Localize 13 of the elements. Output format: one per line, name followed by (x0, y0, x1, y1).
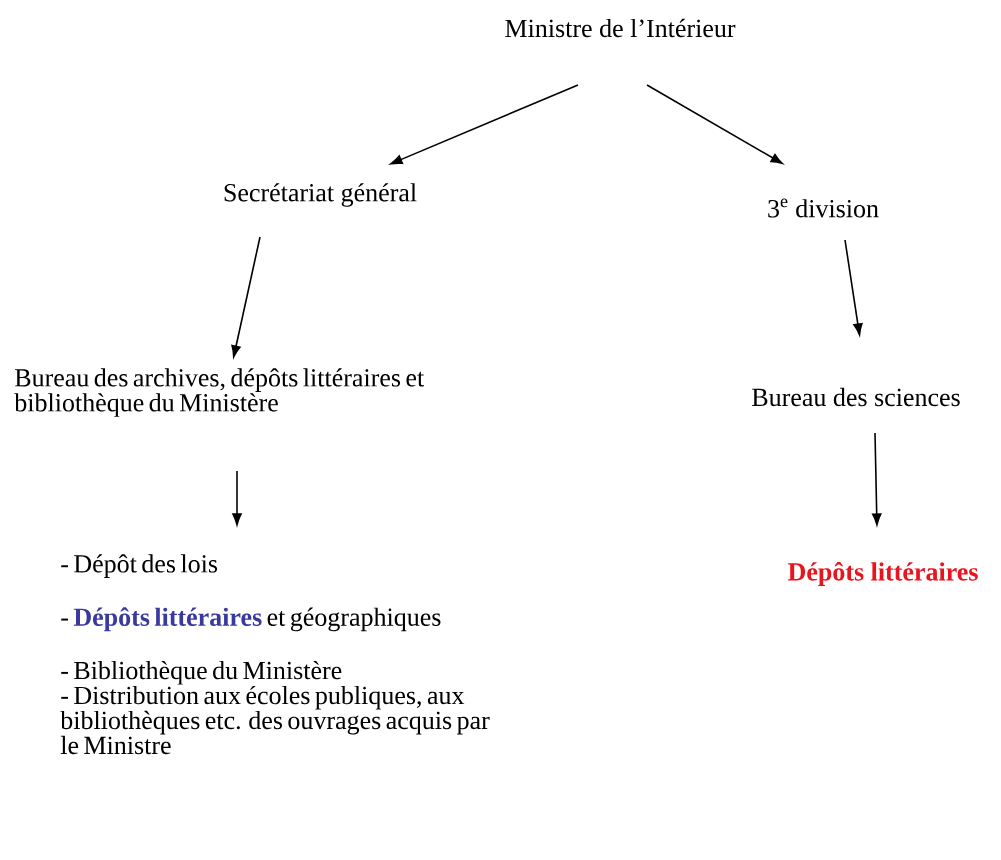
item-list: - Dépôt des lois - Dépôts littéraires et géographiques - Bibliothèque du Ministère - Distribution aux écoles publiques, aux bibliothèques etc. des ouvrages acquis par le Ministre (60, 554, 490, 755)
arrow (390, 84, 579, 165)
node-text: Dépôts littéraires (788, 562, 978, 586)
arrow (646, 84, 783, 165)
arrow (232, 470, 242, 526)
arrow (231, 236, 261, 358)
arrow (871, 432, 882, 526)
node-text: Bureau des archives, dépôts littéraires et bibliothèque du Ministère (14, 368, 425, 417)
arrow (844, 239, 863, 336)
node-text: Ministre de l’Intérieur (505, 18, 736, 38)
node-text: 3$^{e}$ division (768, 198, 879, 218)
node-text: Secrétariat général (224, 183, 417, 207)
node-text: Bureau des sciences (752, 387, 960, 407)
